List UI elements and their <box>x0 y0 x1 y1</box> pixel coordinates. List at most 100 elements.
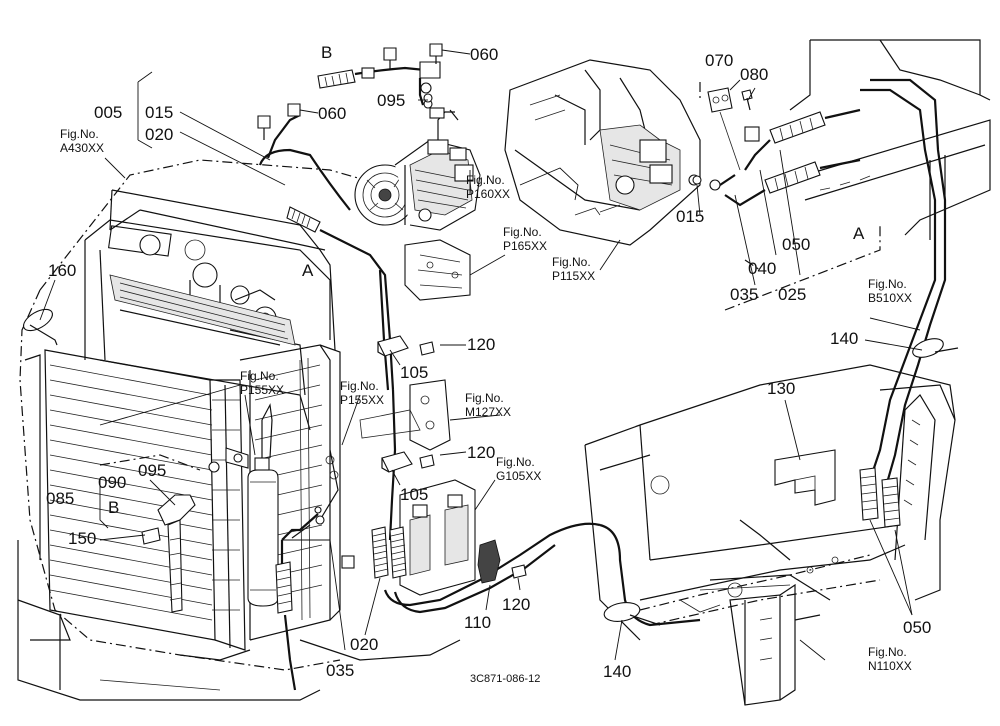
callout-090: 090 <box>98 473 126 492</box>
hose-spring-guards <box>275 467 901 614</box>
callout-050-top: 050 <box>782 235 810 254</box>
brackets-and-clamps <box>141 239 836 613</box>
callout-110: 110 <box>464 613 491 632</box>
bolt-150 <box>141 527 161 545</box>
bolt-120-a <box>419 341 435 356</box>
radiator-assembly <box>84 189 336 431</box>
callout-150: 150 <box>68 529 96 548</box>
cable-tie-140-upper <box>912 338 944 358</box>
svg-text:Fig.No.: Fig.No. <box>868 277 907 291</box>
svg-text:Fig.No.: Fig.No. <box>552 255 591 269</box>
svg-text:Fig.No.: Fig.No. <box>868 645 907 659</box>
leader-lines <box>39 49 923 661</box>
callout-080: 080 <box>740 65 768 84</box>
callout-105-upper: 105 <box>400 363 428 382</box>
compressor <box>354 107 481 231</box>
callout-140-lower: 140 <box>603 662 631 681</box>
svg-text:G105XX: G105XX <box>496 469 541 483</box>
callout-035-right: 035 <box>730 285 758 304</box>
callout-105-lower: 105 <box>400 485 428 504</box>
callout-160: 160 <box>48 261 76 280</box>
svg-text:A430XX: A430XX <box>60 141 104 155</box>
fasteners <box>257 43 702 539</box>
callout-060-top: 060 <box>470 45 498 64</box>
svg-text:Fig.No.: Fig.No. <box>340 379 379 393</box>
fig-ref-p155-left: Fig.No. P155XX <box>240 369 284 397</box>
evaporator-housing <box>504 59 701 246</box>
callout-060-mid: 060 <box>318 104 346 123</box>
part-callouts: 060 060 095 005 015 020 070 080 015 050 … <box>46 45 931 681</box>
cable-tie-140-lower <box>603 602 641 622</box>
callout-095-top: 095 <box>377 91 405 110</box>
cable-ties <box>23 308 959 626</box>
svg-text:P160XX: P160XX <box>466 187 510 201</box>
callout-140-upper: 140 <box>830 329 858 348</box>
fig-ref-p155-center: Fig.No. P155XX <box>340 379 384 407</box>
callout-035-lower: 035 <box>326 661 354 680</box>
fig-ref-b510: Fig.No. B510XX <box>868 277 912 305</box>
left-lower-frame <box>17 354 461 701</box>
bracket-p165 <box>404 239 471 301</box>
fig-ref-g105: Fig.No. G105XX <box>496 455 541 483</box>
clamp-110 <box>477 539 501 584</box>
svg-text:Fig.No.: Fig.No. <box>465 391 504 405</box>
figure-references: Fig.No. A430XX Fig.No. P160XX Fig.No. P1… <box>60 127 912 673</box>
svg-text:Fig.No.: Fig.No. <box>60 127 99 141</box>
group-brackets <box>99 71 881 529</box>
callout-120-lower: 120 <box>502 595 530 614</box>
clamp-105-lower <box>381 451 413 473</box>
svg-text:P115XX: P115XX <box>552 269 595 283</box>
receiver-drier <box>247 469 279 607</box>
hose-b-sleeve <box>317 69 356 89</box>
svg-text:M127XX: M127XX <box>465 405 511 419</box>
callout-020-left: 020 <box>145 125 173 144</box>
spring-guard-050-a <box>859 467 879 521</box>
section-letters: B A A B <box>108 43 865 517</box>
section-label-b-top: B <box>321 43 332 62</box>
fig-ref-n110: Fig.No. N110XX <box>868 645 912 673</box>
section-label-b-left: B <box>108 498 119 517</box>
svg-text:P155XX: P155XX <box>340 393 384 407</box>
right-frame-structure <box>789 39 991 250</box>
section-label-a-right: A <box>853 224 865 243</box>
bolt-120-c <box>511 564 527 579</box>
callout-120-upper: 120 <box>467 335 495 354</box>
svg-text:Fig.No.: Fig.No. <box>496 455 535 469</box>
callout-085: 085 <box>46 489 74 508</box>
callout-095-left: 095 <box>138 461 166 480</box>
fig-ref-p165: Fig.No. P165XX <box>503 225 547 253</box>
callout-005: 005 <box>94 103 122 122</box>
svg-text:N110XX: N110XX <box>868 659 912 673</box>
drawing-code: 3C871-086-12 <box>470 673 540 685</box>
fig-ref-m127: Fig.No. M127XX <box>465 391 511 419</box>
spring-guard-035 <box>275 561 293 614</box>
spring-guard-050-b <box>881 477 901 528</box>
callout-130: 130 <box>767 379 795 398</box>
callout-015-right: 015 <box>676 207 704 226</box>
callout-040: 040 <box>748 259 776 278</box>
fig-ref-p115: Fig.No. P115XX <box>552 255 595 283</box>
svg-text:P165XX: P165XX <box>503 239 547 253</box>
condenser-assembly <box>19 159 401 671</box>
callout-025: 025 <box>778 285 806 304</box>
svg-text:B510XX: B510XX <box>868 291 912 305</box>
callout-020-lower: 020 <box>350 635 378 654</box>
svg-text:Fig.No.: Fig.No. <box>466 173 505 187</box>
fig-ref-p160: Fig.No. P160XX <box>466 173 510 201</box>
callout-015-left: 015 <box>145 103 173 122</box>
block-130 <box>774 449 836 506</box>
bracket-m127 <box>409 379 451 451</box>
svg-text:Fig.No.: Fig.No. <box>240 369 279 383</box>
callout-050-lower: 050 <box>903 618 931 637</box>
ac-hoses <box>258 61 947 691</box>
bracket-070 <box>707 87 733 113</box>
clamp-105-upper <box>377 335 409 357</box>
callout-120-middle: 120 <box>467 443 495 462</box>
fig-ref-a430: Fig.No. A430XX <box>60 127 104 155</box>
cab-floor-frame <box>584 364 956 706</box>
callout-070: 070 <box>705 51 733 70</box>
bolt-120-b <box>419 454 435 469</box>
svg-text:Fig.No.: Fig.No. <box>503 225 542 239</box>
